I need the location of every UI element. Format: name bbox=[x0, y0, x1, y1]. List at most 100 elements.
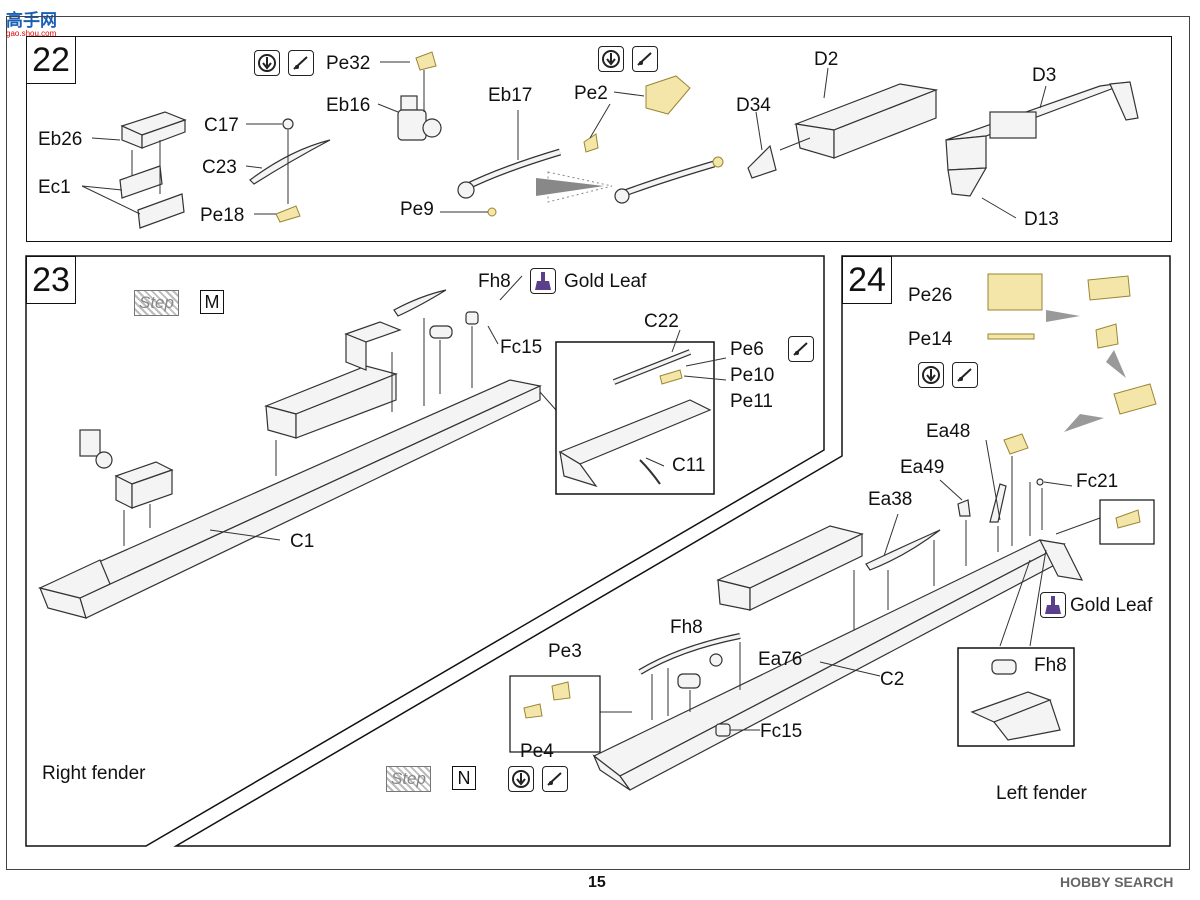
gold-leaf-brush-icon-23 bbox=[530, 268, 556, 294]
caption-right-fender: Right fender bbox=[42, 763, 146, 784]
step-ref-letter-n: N bbox=[452, 766, 476, 790]
glue-icon-24 bbox=[952, 362, 978, 388]
label-pe3: Pe3 bbox=[548, 641, 582, 662]
step22-bend-icon-b bbox=[598, 46, 624, 72]
page-frame bbox=[6, 16, 1190, 870]
glue-icon-24-n bbox=[542, 766, 568, 792]
label-pe10: Pe10 bbox=[730, 365, 775, 386]
part-ea76 bbox=[709, 653, 723, 667]
watermark-hobby-search: HOBBY SEARCH bbox=[1060, 874, 1174, 890]
label-fc21: Fc21 bbox=[1076, 471, 1119, 492]
site-logo: 高手网 gao.shou.com bbox=[6, 6, 57, 38]
step22-glue-icon-b bbox=[632, 46, 658, 72]
label-c22: C22 bbox=[644, 311, 679, 332]
label-eb16: Eb16 bbox=[326, 95, 371, 116]
part-fh8-inset bbox=[991, 659, 1017, 675]
label-pe11: Pe11 bbox=[730, 391, 773, 412]
label-c1: C1 bbox=[290, 531, 315, 552]
label-fc15-23: Fc15 bbox=[500, 337, 543, 358]
label-pe9: Pe9 bbox=[400, 199, 434, 220]
label-pe18: Pe18 bbox=[200, 205, 245, 226]
label-d3: D3 bbox=[1032, 65, 1057, 86]
part-pe2-etch bbox=[583, 133, 599, 153]
part-fh8-24-a bbox=[638, 633, 741, 675]
part-box-small-23 bbox=[79, 429, 174, 509]
assembly-arrow-22 bbox=[536, 171, 613, 203]
step-22-panel bbox=[26, 36, 1172, 242]
part-stowage-box-24 bbox=[716, 525, 864, 611]
part-d3 bbox=[945, 81, 1139, 171]
label-fh8-23: Fh8 bbox=[478, 271, 511, 292]
label-fh8-24: Fh8 bbox=[670, 617, 703, 638]
part-pe3-etch bbox=[551, 681, 571, 701]
label-gold-leaf-24: Gold Leaf bbox=[1070, 595, 1153, 616]
part-fc15-23 bbox=[465, 311, 479, 325]
part-pe26-folded-b bbox=[1113, 383, 1157, 415]
label-c11: C11 bbox=[672, 455, 706, 476]
label-ea49: Ea49 bbox=[900, 457, 945, 478]
part-ec1-a bbox=[119, 165, 163, 199]
page-number: 15 bbox=[588, 874, 606, 891]
part-d2 bbox=[793, 83, 939, 159]
label-pe4: Pe4 bbox=[520, 741, 554, 762]
part-ea38 bbox=[865, 529, 941, 571]
glue-icon-23 bbox=[788, 336, 814, 362]
label-d2: D2 bbox=[814, 49, 839, 70]
label-eb17: Eb17 bbox=[488, 85, 533, 106]
part-d13 bbox=[947, 167, 988, 197]
gold-leaf-brush-icon-24 bbox=[1040, 592, 1066, 618]
part-pe4-etch bbox=[523, 703, 543, 719]
part-c23 bbox=[249, 139, 331, 185]
part-c17 bbox=[282, 118, 294, 130]
step22-bend-icon-a bbox=[254, 50, 280, 76]
part-pe14-strip bbox=[987, 333, 1035, 340]
label-ec1: Ec1 bbox=[38, 177, 71, 198]
step-ref-letter-m: M bbox=[200, 290, 224, 314]
label-gold-leaf-23: Gold Leaf bbox=[564, 271, 647, 292]
part-ec1-b bbox=[137, 193, 185, 229]
part-d34 bbox=[747, 144, 777, 179]
label-fc15-24: Fc15 bbox=[760, 721, 803, 742]
step-24-number: 24 bbox=[842, 256, 892, 304]
part-fh8-24-b bbox=[677, 673, 701, 689]
part-eb16 bbox=[397, 95, 442, 141]
label-ea76: Ea76 bbox=[758, 649, 803, 670]
part-eb26 bbox=[120, 111, 187, 149]
bend-icon-24 bbox=[918, 362, 944, 388]
label-ea48: Ea48 bbox=[926, 421, 971, 442]
step22-glue-icon-a bbox=[288, 50, 314, 76]
step-ref-badge-n-text: Step bbox=[391, 769, 426, 788]
caption-left-fender: Left fender bbox=[996, 783, 1087, 804]
label-fh8-24-inset: Fh8 bbox=[1034, 655, 1067, 676]
part-eb17-assembled bbox=[614, 156, 724, 204]
part-pe2-large bbox=[645, 75, 691, 115]
part-ea48 bbox=[989, 483, 1007, 523]
part-pe32 bbox=[415, 51, 437, 71]
part-c11 bbox=[639, 459, 661, 485]
label-ea38: Ea38 bbox=[868, 489, 913, 510]
logo-text: 高手网 bbox=[6, 11, 57, 30]
part-pick-23 bbox=[393, 289, 447, 317]
label-d34: D34 bbox=[736, 95, 771, 116]
step-ref-badge-m: Step bbox=[134, 290, 179, 316]
step-ref-badge-n: Step bbox=[386, 766, 431, 792]
part-stowage-box-23 bbox=[264, 321, 402, 439]
part-pe18 bbox=[275, 205, 301, 223]
label-pe6: Pe6 bbox=[730, 339, 764, 360]
label-pe32: Pe32 bbox=[326, 53, 371, 74]
logo-url: gao.shou.com bbox=[6, 29, 57, 38]
step-23-panel bbox=[25, 255, 825, 847]
part-pe26-sheet bbox=[987, 273, 1043, 311]
part-fc21 bbox=[1036, 478, 1044, 486]
part-pe14-folded bbox=[1095, 323, 1119, 349]
bend-icon-24-n bbox=[508, 766, 534, 792]
part-inset-small-etch bbox=[1115, 509, 1141, 529]
label-c17: C17 bbox=[204, 115, 239, 136]
label-d13: D13 bbox=[1024, 209, 1059, 230]
part-eb17 bbox=[457, 148, 562, 199]
step-23-number: 23 bbox=[26, 256, 76, 304]
